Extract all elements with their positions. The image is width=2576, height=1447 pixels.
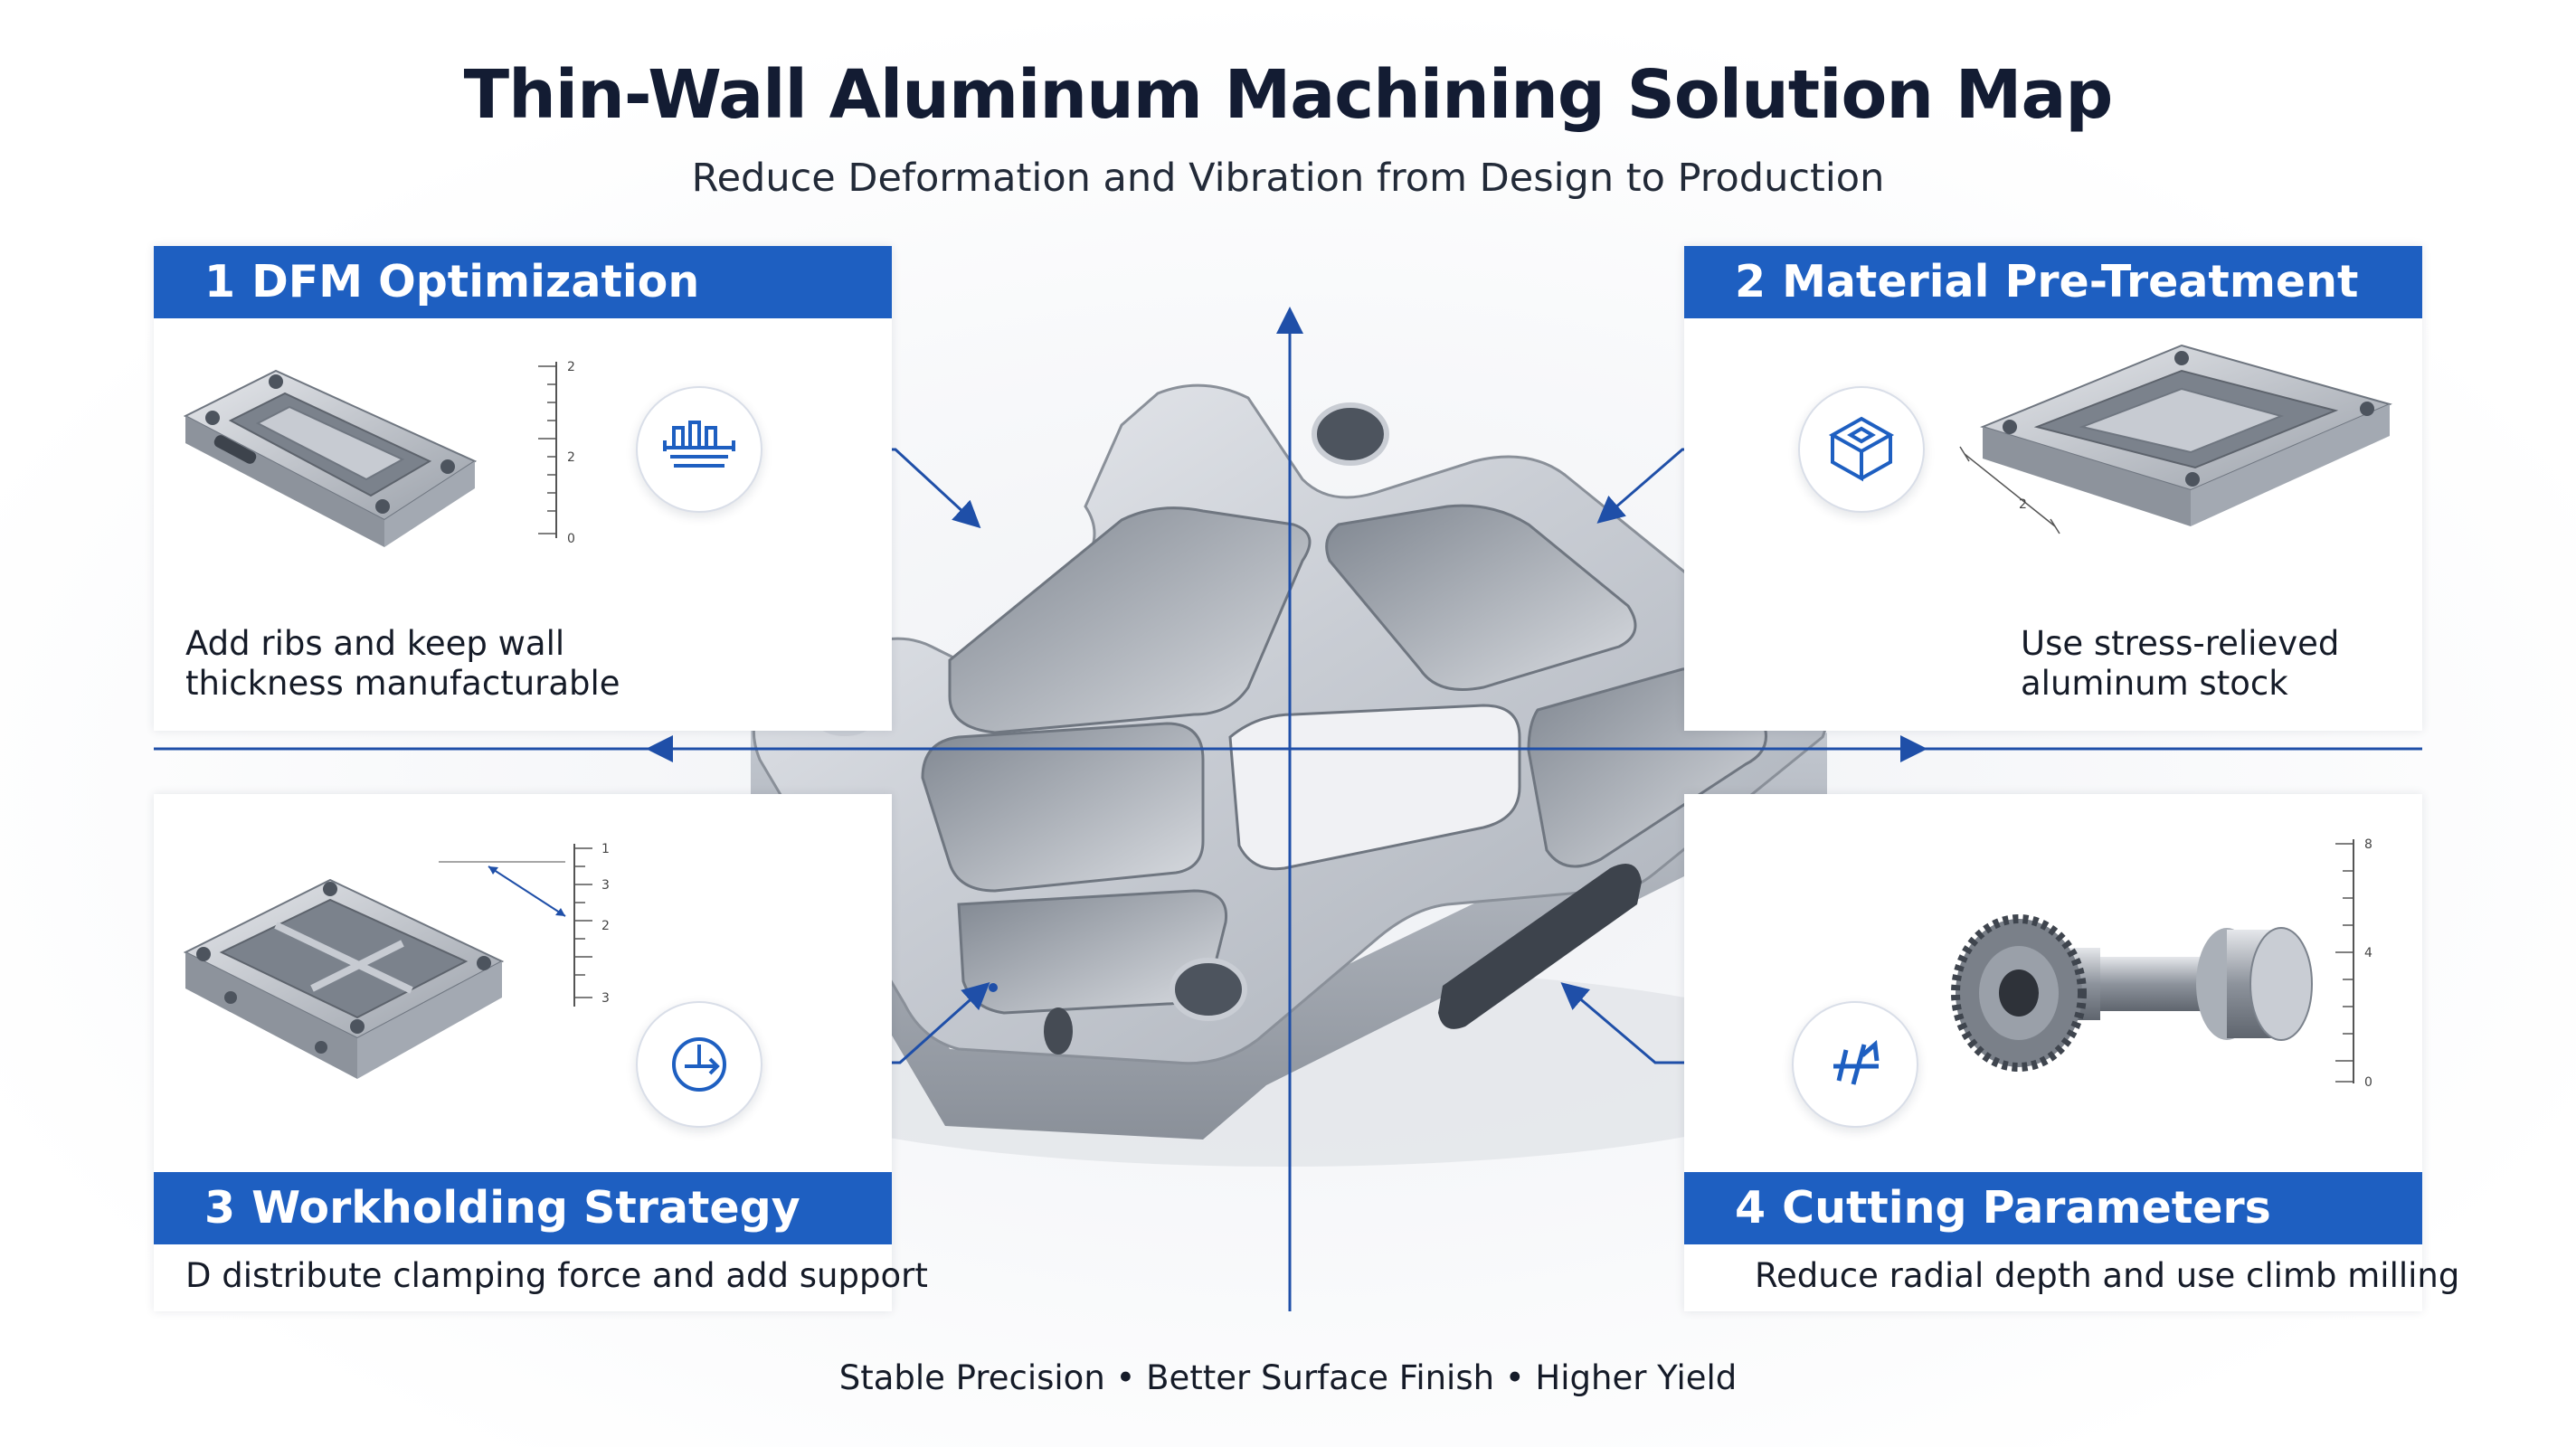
stress-relieved-stock-image: 2 bbox=[1959, 344, 2392, 534]
footer-tagline: Stable Precision • Better Surface Finish… bbox=[838, 1358, 1738, 1397]
panel-header: 1 DFM Optimization bbox=[154, 246, 892, 318]
clamped-part-image: 1 3 2 3 bbox=[183, 842, 610, 1079]
stock-block-icon bbox=[1798, 386, 1925, 513]
panel-header: 3 Workholding Strategy bbox=[154, 1172, 892, 1244]
dimension-label: 2 bbox=[2019, 497, 2027, 512]
blueprint-icon bbox=[636, 386, 762, 513]
ribbed-part-image: 2 2 0 bbox=[183, 360, 575, 547]
panel-number: 4 bbox=[1735, 1182, 1766, 1234]
panel-description: Reduce radial depth and use climb millin… bbox=[1755, 1256, 2460, 1295]
page-title: Thin-Wall Aluminum Machining Solution Ma… bbox=[463, 56, 2114, 134]
panel-dfm-optimization: 1 DFM Optimization 2 2 0 bbox=[154, 246, 892, 731]
feed-direction-icon bbox=[1792, 1001, 1918, 1128]
panel-number: 1 bbox=[204, 256, 236, 307]
panel-number: 2 bbox=[1735, 256, 1766, 307]
panel-heading: Workholding Strategy bbox=[251, 1182, 800, 1234]
scale-label: 0 bbox=[567, 532, 575, 546]
scale-label: 2 bbox=[567, 450, 575, 465]
end-mill-tool-image: 8 4 0 bbox=[1951, 837, 2372, 1090]
panel-header: 4 Cutting Parameters bbox=[1684, 1172, 2422, 1244]
panel-description: Add ribs and keep wall thickness manufac… bbox=[185, 624, 620, 703]
panel-header: 2 Material Pre-Treatment bbox=[1684, 246, 2422, 318]
panel-description: Use stress-relieved aluminum stock bbox=[2021, 624, 2340, 703]
panel-description: D distribute clamping force and add supp… bbox=[185, 1256, 928, 1295]
page-subtitle: Reduce Deformation and Vibration from De… bbox=[691, 156, 1885, 201]
scale-label: 3 bbox=[601, 878, 610, 893]
scale-label: 2 bbox=[567, 360, 575, 374]
panel-heading: DFM Optimization bbox=[251, 256, 700, 307]
panel-material-pre-treatment: 2 Material Pre-Treatment bbox=[1684, 246, 2422, 731]
panel-heading: Cutting Parameters bbox=[1782, 1182, 2271, 1234]
panel-number: 3 bbox=[204, 1182, 236, 1234]
scale-label: 1 bbox=[601, 842, 610, 856]
scale-label: 3 bbox=[601, 991, 610, 1006]
axis-lines bbox=[154, 307, 2422, 1311]
scale-label: 8 bbox=[2364, 837, 2372, 852]
scale-label: 0 bbox=[2364, 1075, 2372, 1090]
panel-heading: Material Pre-Treatment bbox=[1782, 256, 2359, 307]
scale-label: 2 bbox=[601, 919, 610, 933]
clamp-gauge-icon bbox=[636, 1001, 762, 1128]
scale-label: 4 bbox=[2364, 946, 2372, 960]
